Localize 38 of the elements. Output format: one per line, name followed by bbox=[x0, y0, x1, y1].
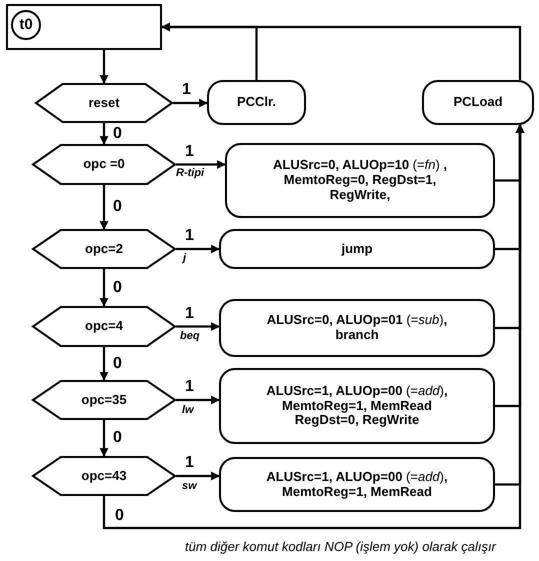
arrow bbox=[100, 420, 108, 457]
arrow bbox=[176, 396, 220, 404]
action-box: ALUSrc=0, ALUOp=01 (=sub), branch bbox=[219, 299, 495, 357]
instruction-label: beq bbox=[180, 331, 200, 342]
edge-label: 0 bbox=[112, 126, 123, 142]
arrow bbox=[100, 269, 108, 307]
action-box: PCLoad bbox=[422, 80, 534, 125]
state-box bbox=[6, 4, 162, 50]
instruction-label: sw bbox=[182, 481, 197, 492]
arrow bbox=[100, 50, 108, 84]
arrow bbox=[100, 185, 108, 230]
decision-hexagon: opc=4 bbox=[32, 306, 176, 347]
decision-hexagon: opc =0 bbox=[32, 144, 176, 185]
action-box: ALUSrc=0, ALUOp=10 (=fn) , MemtoReg=0, RegDst=1, RegWrite, bbox=[225, 143, 495, 218]
arrow bbox=[161, 22, 522, 80]
action-box: jump bbox=[219, 229, 495, 269]
arrow bbox=[176, 472, 220, 480]
action-box: ALUSrc=1, ALUOp=00 (=add), MemtoReg=1, MemRead bbox=[219, 457, 495, 512]
instruction-label: j bbox=[183, 253, 186, 264]
edge-label: 0 bbox=[112, 280, 123, 296]
arrow bbox=[176, 160, 226, 169]
arrow bbox=[495, 124, 524, 486]
decision-hexagon: opc=2 bbox=[32, 229, 176, 269]
state-label-circle: t0 bbox=[11, 10, 41, 40]
arrow bbox=[100, 123, 108, 145]
arrow bbox=[173, 98, 208, 108]
action-box: ALUSrc=1, ALUOp=00 (=add), MemtoReg=1, MemRead RegDst=0, RegWrite bbox=[219, 368, 495, 444]
decision-hexagon: reset bbox=[35, 83, 173, 123]
decision-hexagon: opc=35 bbox=[32, 380, 176, 420]
arrow bbox=[176, 322, 220, 331]
note-text: tüm diğer komut kodları NOP (işlem yok) olarak çalışır bbox=[185, 540, 496, 553]
decision-hexagon: opc=43 bbox=[32, 456, 176, 496]
arrow bbox=[100, 347, 108, 381]
edge-label: 0 bbox=[112, 356, 123, 372]
arrow bbox=[176, 244, 220, 254]
action-box: PCClr. bbox=[207, 80, 306, 125]
instruction-label: R-tipi bbox=[176, 168, 204, 179]
instruction-label: lw bbox=[182, 405, 194, 416]
